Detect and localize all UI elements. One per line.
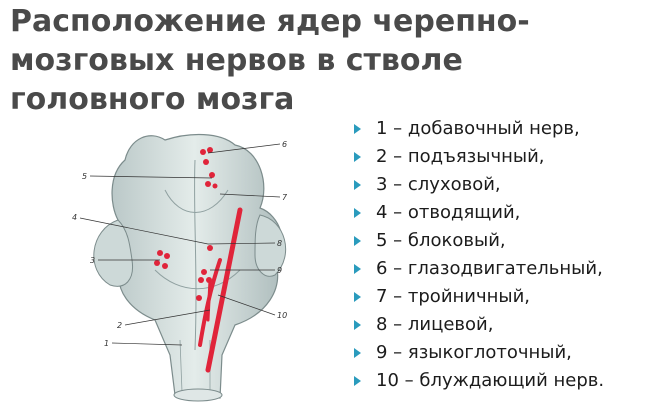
- nucleus-dot: [212, 183, 218, 189]
- title-line-2: мозговых нервов в стволе: [10, 43, 463, 78]
- nucleus-column-long: [205, 207, 243, 373]
- nucleus-dot: [162, 263, 168, 269]
- nucleus-dot: [196, 295, 202, 301]
- legend-item: 7 – тройничный,: [352, 283, 604, 311]
- triangle-bullet-icon: [354, 320, 361, 330]
- diagram-label-10: 10: [277, 311, 287, 320]
- legend-item: 4 – отводящий,: [352, 199, 604, 227]
- stem-base-section: [173, 388, 223, 402]
- nucleus-dot: [206, 277, 212, 283]
- nucleus-dot: [207, 147, 213, 153]
- title-line-3: головного мозга: [10, 82, 295, 117]
- triangle-bullet-icon: [354, 376, 361, 386]
- nucleus-dot: [203, 159, 209, 165]
- triangle-bullet-icon: [354, 292, 361, 302]
- leader-line: [217, 294, 276, 316]
- legend-item: 2 – подъязычный,: [352, 143, 604, 171]
- right-peduncle: [254, 214, 287, 277]
- leader-line: [89, 175, 213, 179]
- leader-lines: [79, 143, 281, 346]
- left-peduncle: [93, 219, 134, 287]
- triangle-bullet-icon: [354, 236, 361, 246]
- diagram-label-4: 4: [72, 213, 77, 222]
- diagram-label-2: 2: [117, 321, 122, 330]
- triangle-bullet-icon: [354, 208, 361, 218]
- nerve-legend-list: 1 – добавочный нерв, 2 – подъязычный, 3 …: [352, 115, 604, 395]
- nucleus-dot: [200, 149, 206, 155]
- diagram-label-9: 9: [277, 266, 282, 275]
- nucleus-dot: [205, 181, 211, 187]
- brainstem-diagram: 6 5 7 4 8 3 9 10 2 1: [72, 133, 288, 402]
- nucleus-column-mid: [206, 278, 212, 322]
- leader-line: [111, 342, 183, 346]
- diagram-label-6: 6: [282, 140, 287, 149]
- triangle-bullet-icon: [354, 264, 361, 274]
- title-line-1: Расположение ядер черепно-: [10, 4, 530, 39]
- nuclei-dots: [154, 147, 218, 301]
- triangle-bullet-icon: [354, 152, 361, 162]
- fourth-ventricle-floor: [154, 189, 241, 290]
- nucleus-dot: [164, 253, 170, 259]
- diagram-label-5: 5: [82, 172, 87, 181]
- triangle-bullet-icon: [354, 124, 361, 134]
- legend-item-text: 6 – глазодвигательный,: [376, 258, 603, 279]
- diagram-label-1: 1: [104, 339, 109, 348]
- slide-title: Расположение ядер черепно- мозговых нерв…: [10, 2, 530, 119]
- legend-item-text: 2 – подъязычный,: [376, 146, 545, 167]
- leader-line: [79, 217, 209, 245]
- legend-item-text: 10 – блуждающий нерв.: [376, 370, 605, 391]
- legend-item: 9 – языкоглоточный,: [352, 339, 604, 367]
- legend-item: 5 – блоковый,: [352, 227, 604, 255]
- nucleus-dot: [198, 277, 204, 283]
- triangle-bullet-icon: [354, 180, 361, 190]
- diagram-label-7: 7: [282, 193, 288, 202]
- leader-line: [219, 193, 281, 198]
- legend-item-text: 5 – блоковый,: [376, 230, 506, 251]
- nucleus-dot: [209, 172, 215, 178]
- nucleus-dot: [201, 269, 207, 275]
- legend-item-text: 3 – слуховой,: [376, 174, 501, 195]
- legend-item: 10 – блуждающий нерв.: [352, 367, 604, 395]
- diagram-label-8: 8: [277, 239, 282, 248]
- nucleus-dot: [157, 250, 163, 256]
- nucleus-dot: [154, 260, 160, 266]
- leader-line: [124, 309, 211, 326]
- midline: [194, 159, 197, 351]
- legend-item: 8 – лицевой,: [352, 311, 604, 339]
- legend-item-text: 8 – лицевой,: [376, 314, 494, 335]
- legend-item: 1 – добавочный нерв,: [352, 115, 604, 143]
- legend-item-text: 4 – отводящий,: [376, 202, 521, 223]
- legend-item-text: 9 – языкоглоточный,: [376, 342, 572, 363]
- legend-item-text: 1 – добавочный нерв,: [376, 118, 580, 139]
- legend-item: 3 – слуховой,: [352, 171, 604, 199]
- leader-line: [207, 242, 276, 245]
- triangle-bullet-icon: [354, 348, 361, 358]
- brainstem-body: [105, 133, 283, 399]
- diagram-label-3: 3: [90, 256, 95, 265]
- legend-item: 6 – глазодвигательный,: [352, 255, 604, 283]
- nucleus-dot: [207, 245, 213, 251]
- leader-line: [207, 143, 281, 154]
- legend-item-text: 7 – тройничный,: [376, 286, 531, 307]
